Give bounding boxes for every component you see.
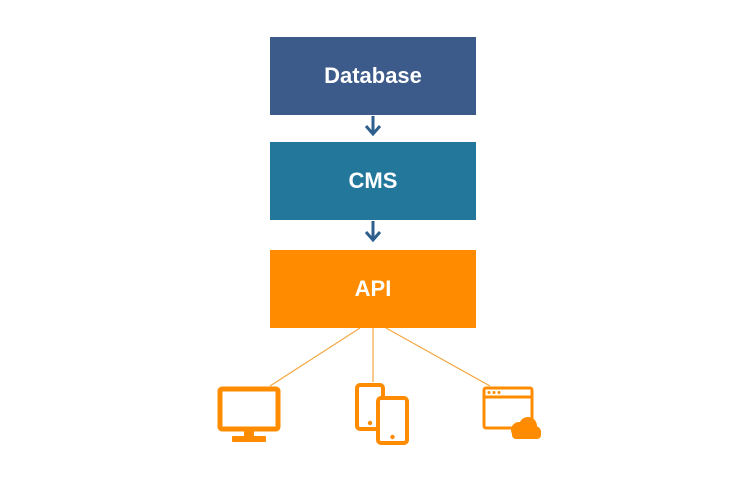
connector-api-to-cloud (385, 327, 491, 387)
database-label: Database (324, 63, 422, 88)
desktop-monitor-icon (217, 386, 281, 442)
api-label: API (354, 276, 392, 301)
api-block: API (270, 250, 476, 328)
connector-api-to-desktop (269, 327, 361, 387)
arrow-cms-to-api (364, 221, 382, 243)
mobile-devices-icon (355, 383, 409, 445)
browser-cloud-icon (482, 386, 541, 439)
database-block: Database (270, 37, 476, 115)
cloud-icon (511, 417, 541, 439)
arrow-db-to-cms (364, 116, 382, 137)
cms-block: CMS (270, 142, 476, 220)
cms-label: CMS (348, 168, 398, 193)
